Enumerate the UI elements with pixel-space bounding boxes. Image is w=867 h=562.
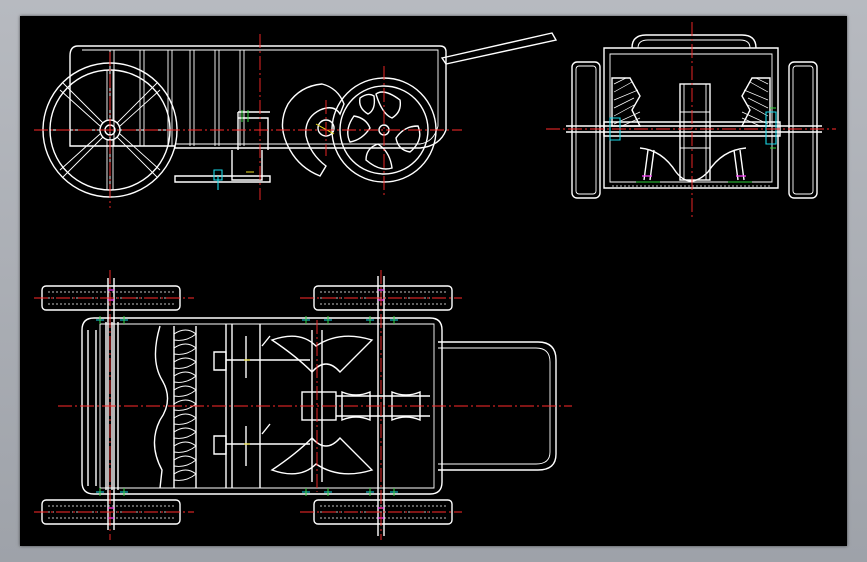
front-axle: [107, 278, 115, 530]
bearings: [609, 111, 777, 145]
bolt-cyan: [213, 169, 223, 190]
right-side-wheel: [788, 61, 818, 199]
roller-shaft: [336, 395, 430, 417]
base-plate: [174, 175, 271, 183]
front-centerlines: [34, 34, 462, 208]
plan-handle: [438, 341, 557, 471]
top-plan-view: [34, 270, 572, 540]
side-elevation-view: [546, 22, 836, 218]
cam-bottom: [270, 436, 374, 475]
rollers: [341, 390, 421, 422]
plan-frame: [81, 317, 443, 495]
plan-centerlines: [34, 270, 572, 540]
front-elevation-view: [34, 32, 558, 208]
side-handle: [631, 34, 757, 49]
plan-bolts: [96, 289, 398, 519]
support-box: [231, 150, 263, 181]
cad-drawing: [34, 22, 836, 540]
cart-handle: [440, 32, 558, 65]
cam-top: [270, 335, 374, 374]
side-centerlines: [546, 22, 836, 218]
hopper-edge: [153, 325, 169, 489]
link-blocks: [213, 351, 227, 455]
bolt-green: [241, 110, 249, 122]
struts: [643, 149, 745, 181]
cart-body-inner: [82, 49, 439, 145]
side-body: [603, 47, 779, 189]
digging-cam: [281, 83, 345, 177]
spring-coil: [173, 326, 197, 488]
cam-curve: [639, 147, 747, 182]
hatched-walls: [611, 77, 771, 127]
cart-body: [69, 45, 447, 149]
drawing-sheet: [20, 16, 847, 546]
left-side-wheel: [571, 61, 601, 199]
